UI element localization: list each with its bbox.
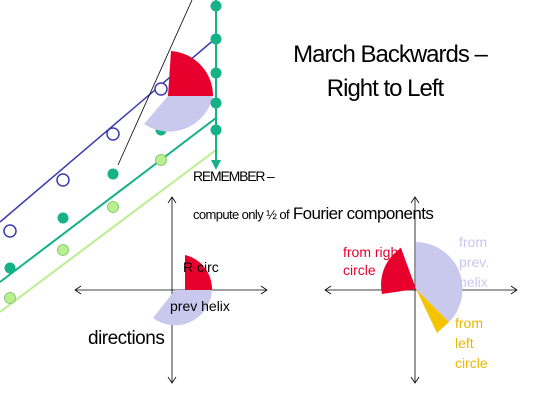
- helix-node: [210, 33, 222, 45]
- helix-node: [106, 127, 120, 141]
- teal-arrowhead: [211, 160, 221, 170]
- right-lavender-sector: [416, 242, 463, 322]
- lightgreen-helix-nodes: [4, 154, 167, 304]
- helix-node: [210, 67, 222, 79]
- from-prev-line1: from: [459, 234, 487, 250]
- helix-node: [57, 212, 69, 224]
- from-prev-line3: helix: [459, 274, 488, 290]
- helix-node: [57, 244, 69, 256]
- from-prev-line2: prev.: [459, 254, 490, 270]
- helix-node: [107, 168, 119, 180]
- helix-node: [4, 292, 16, 304]
- compute-suffix: Fourier components: [292, 204, 434, 223]
- helix-node: [155, 154, 167, 166]
- thin-black-line: [117, 0, 193, 166]
- from-prev-helix-label: from prev. helix: [459, 232, 489, 292]
- left-axis-arrow-right: [260, 285, 268, 295]
- helix-node: [210, 0, 222, 12]
- left-axis-arrow-up: [167, 196, 177, 204]
- teal-helix-line: [0, 117, 217, 283]
- from-left-line1: from: [455, 315, 483, 331]
- from-left-line3: circle: [455, 355, 488, 371]
- remember-text: REMEMBER –: [193, 168, 275, 184]
- teal-helix-nodes: [4, 124, 167, 274]
- prev-helix-label: prev helix: [170, 298, 230, 314]
- from-left-circle-label: from left circle: [455, 313, 488, 373]
- lavender-sector-top: [144, 96, 213, 132]
- slide-title-line1: March Backwards –: [293, 41, 488, 68]
- slide-title-line2: Right to Left: [326, 75, 444, 102]
- right-axis-arrow-left: [324, 285, 332, 295]
- helix-node: [107, 201, 119, 213]
- helix-node: [154, 82, 168, 96]
- left-axis-arrow-left: [74, 285, 82, 295]
- compute-prefix: compute only ½ of: [193, 207, 290, 222]
- right-axis-arrow-right: [510, 285, 518, 295]
- helix-node: [4, 262, 16, 274]
- from-left-line2: left: [455, 335, 474, 351]
- blue-helix-nodes: [3, 82, 168, 238]
- helix-node: [210, 97, 222, 109]
- helix-node: [56, 173, 70, 187]
- lightgreen-helix-line: [0, 149, 217, 313]
- directions-label: directions: [88, 328, 165, 349]
- left-lavender-sector: [153, 290, 212, 326]
- right-axis-arrow-up: [410, 196, 420, 204]
- left-axis-arrow-down: [167, 376, 177, 384]
- vertical-column-nodes: [210, 0, 222, 136]
- left-red-sector: [185, 255, 213, 290]
- right-gold-sector: [416, 289, 449, 333]
- red-sector-top: [168, 51, 214, 96]
- helix-node: [210, 124, 222, 136]
- r-circ-label: R circ: [183, 259, 219, 275]
- helix-node: [3, 224, 17, 238]
- from-right-circle-label: from right circle: [343, 243, 402, 279]
- right-axis-arrow-down: [410, 376, 420, 384]
- from-right-line2: circle: [343, 262, 376, 278]
- right-red-sector: [381, 248, 416, 294]
- compute-line: compute only ½ of Fourier components: [193, 204, 434, 224]
- from-right-line1: from right: [343, 244, 403, 260]
